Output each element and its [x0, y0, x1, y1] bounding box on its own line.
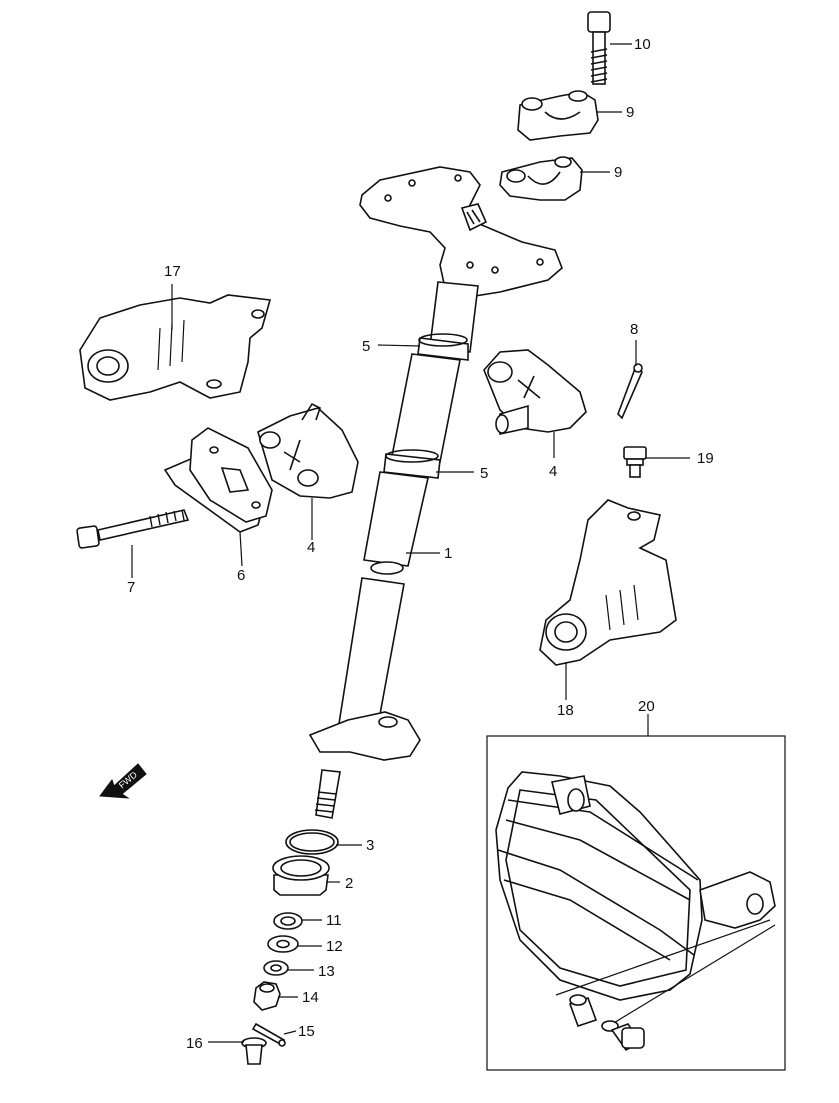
part-4-clamp-left	[257, 402, 359, 499]
part-7-long-bolt	[76, 509, 190, 549]
part-17-bracket	[79, 294, 272, 401]
part-18-bracket	[539, 499, 677, 666]
part-3-snap-ring	[285, 829, 339, 855]
callout-4-right: 4	[549, 463, 557, 480]
part-14-nut	[253, 981, 281, 1011]
callout-17: 17	[164, 263, 181, 280]
part-9-clamp-upper	[517, 90, 599, 141]
part-4-clamp-right	[483, 349, 587, 435]
part-2-bushing	[272, 855, 330, 896]
callout-labels: 10 9 9 17 8 5 4 19 5 4 1 6 7 20 18 3 2 1…	[127, 36, 714, 1052]
callout-18: 18	[557, 702, 574, 719]
callout-19: 19	[697, 450, 714, 467]
part-10-bolt	[587, 11, 611, 85]
part-15-cotter-pin	[251, 1022, 286, 1047]
callout-12: 12	[326, 938, 343, 955]
callout-5-upper: 5	[362, 338, 370, 355]
part-1-steering-shaft	[308, 281, 479, 819]
handlebar-mount-plate	[359, 166, 563, 299]
part-19-bolt	[623, 446, 647, 478]
callout-5-lower: 5	[480, 465, 488, 482]
callout-13: 13	[318, 963, 335, 980]
part-16-pin	[241, 1037, 267, 1065]
part-12-washer	[267, 935, 299, 953]
callout-9-upper: 9	[626, 104, 634, 121]
callout-20: 20	[638, 698, 655, 715]
part-6-rubber-pad	[163, 427, 273, 533]
callout-2: 2	[345, 875, 353, 892]
leader-lines	[131, 43, 690, 1043]
arrow-left-down-icon: FWD	[99, 763, 147, 799]
callout-14: 14	[302, 989, 319, 1006]
part-20-guard-assembly	[486, 735, 786, 1071]
callout-15: 15	[298, 1023, 315, 1040]
callout-3: 3	[366, 837, 374, 854]
callout-4-left: 4	[307, 539, 315, 556]
part-8-cotter-pin	[617, 363, 643, 420]
callout-10: 10	[634, 36, 651, 53]
part-9-clamp-lower	[499, 156, 583, 201]
callout-16: 16	[186, 1035, 203, 1052]
callout-1: 1	[444, 545, 452, 562]
callout-8: 8	[630, 321, 638, 338]
callout-6: 6	[237, 567, 245, 584]
part-13-washer	[263, 960, 289, 976]
callout-9-lower: 9	[614, 164, 622, 181]
callout-7: 7	[127, 579, 135, 596]
callout-11: 11	[326, 912, 342, 929]
part-11-washer	[273, 912, 303, 930]
